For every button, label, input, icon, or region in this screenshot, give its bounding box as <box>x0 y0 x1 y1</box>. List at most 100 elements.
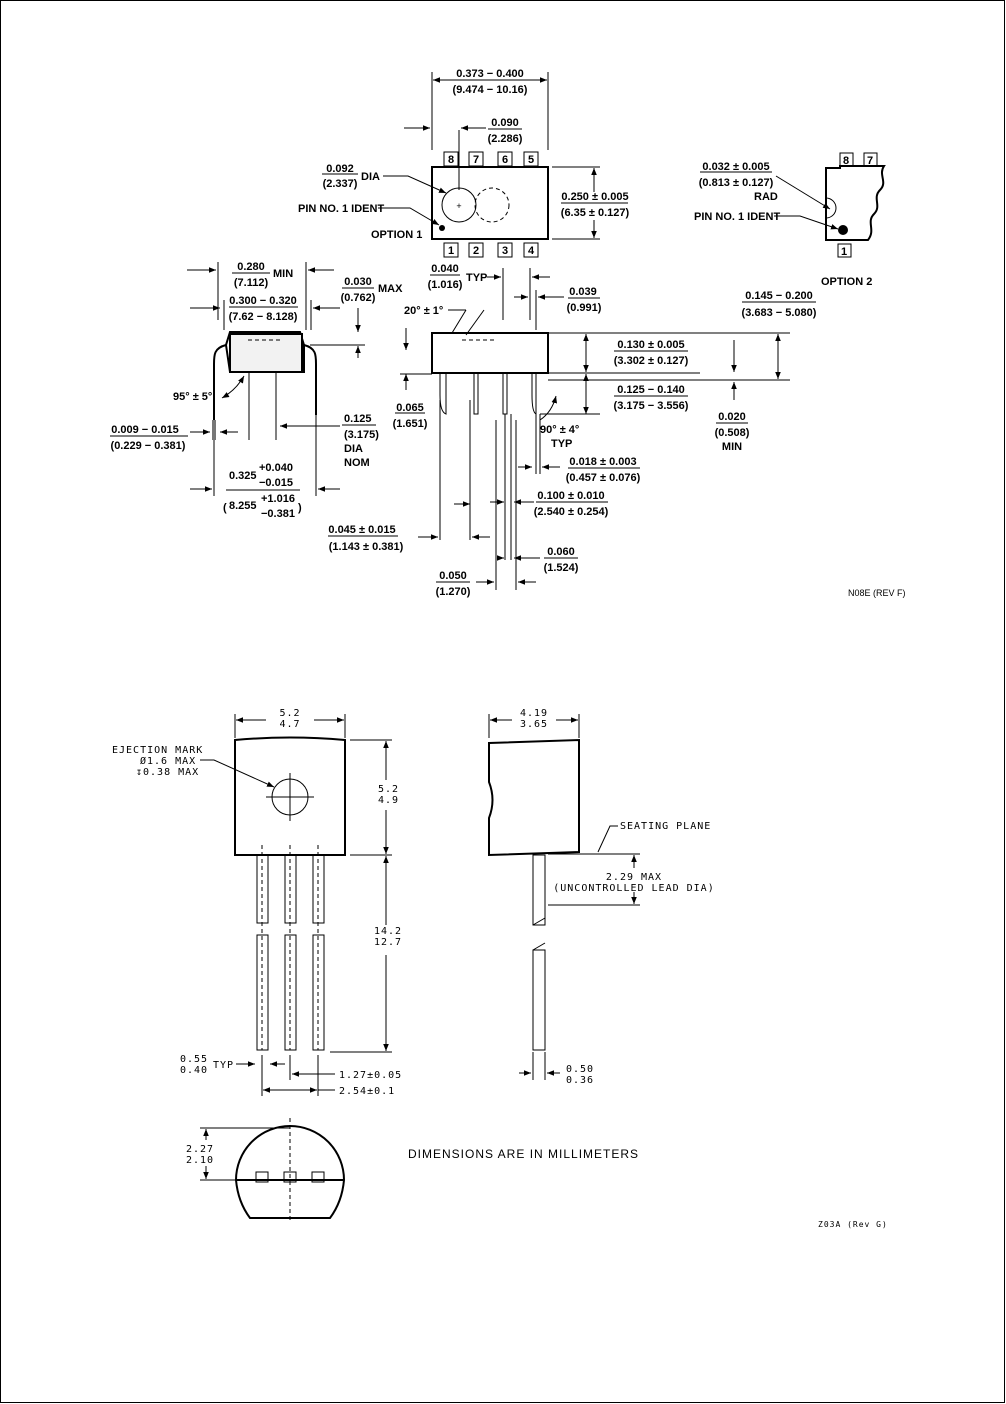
typ-label-bottom: TYP <box>213 1060 234 1071</box>
dim-overall-length: 0.373 − 0.400 <box>456 68 524 80</box>
dim-body-width: 0.300 − 0.320 <box>229 295 297 307</box>
dim-lead-len-mm: (3.175 − 3.556) <box>614 400 689 412</box>
typ-label2: TYP <box>551 438 572 450</box>
dim-pitch1: 1.27±0.05 <box>339 1070 402 1081</box>
dip-top-body <box>431 166 549 240</box>
dim-lead-w: 0.018 ± 0.003 <box>569 456 636 468</box>
dip-side-body <box>431 332 549 374</box>
dim-lead-len-min: 12.7 <box>374 937 402 948</box>
min-label: MIN <box>273 268 293 280</box>
to92-package-drawing: 5.2 4.7 EJECTION MARK Ø1.6 MAX ↧0.38 MAX… <box>112 708 888 1229</box>
dip-side-view: 0.040 (1.016) TYP 20° ± 1° 0.039 (0.991) <box>328 263 817 598</box>
dim-065: 0.065 <box>396 402 424 414</box>
dim-dia125-mm: (3.175) <box>344 429 379 441</box>
rad-label: RAD <box>754 191 778 203</box>
dim-lead-thk: 0.009 − 0.015 <box>111 424 179 436</box>
dim-050: 0.050 <box>439 570 467 582</box>
pin1-ident-opt2: PIN NO. 1 IDENT <box>694 211 780 223</box>
dim-height: 0.145 − 0.200 <box>745 290 813 302</box>
dim-span-mm-minus: −0.381 <box>261 508 295 520</box>
angle-95: 95° ± 5° <box>173 391 212 403</box>
pin-label: 6 <box>502 154 508 166</box>
dim-hole-dia-mm: (2.337) <box>323 178 358 190</box>
dim-height-mm: (3.683 − 5.080) <box>742 307 817 319</box>
min-label2: MIN <box>722 441 742 453</box>
option2-view: 8 7 1 0.032 ± 0.005 (0.813 ± 0.127) RAD … <box>694 152 886 288</box>
pin1-dot <box>439 225 445 231</box>
dim-width: 0.250 ± 0.005 <box>561 191 628 203</box>
dim-030: 0.030 <box>344 276 372 288</box>
dim-seat-min: 0.020 <box>718 411 746 423</box>
dip-package-drawing: + 8 7 6 5 1 2 3 <box>110 68 906 598</box>
dim-060: 0.060 <box>547 546 575 558</box>
dim-body-ht: 0.130 ± 0.005 <box>617 339 684 351</box>
to92-side-view: 4.19 3.65 SEATING PLANE 2.29 MAX (UNCONT… <box>488 708 714 1086</box>
dim-pitch: 0.100 ± 0.010 <box>537 490 604 502</box>
dim-span-minus: −0.015 <box>259 477 293 489</box>
dim-rad: 0.032 ± 0.005 <box>702 161 769 173</box>
dim-039: 0.039 <box>569 286 597 298</box>
dim-050-mm: (1.270) <box>436 586 471 598</box>
ejection-mark-label: EJECTION MARK <box>112 745 203 756</box>
to92-bottom-view: 2.27 2.10 <box>186 1118 346 1220</box>
pin-label: 8 <box>448 154 454 166</box>
dim-seat-min-mm: (0.508) <box>715 427 750 439</box>
dim-side-min: 3.65 <box>520 719 548 730</box>
dim-overall-length-mm: (9.474 − 10.16) <box>453 84 528 96</box>
pin-label: 3 <box>502 245 508 257</box>
bottom-pin-boxes: 1 2 3 4 <box>443 242 539 258</box>
svg-text:1: 1 <box>841 246 847 258</box>
dim-030-mm: (0.762) <box>341 292 376 304</box>
ejection-dia: Ø1.6 MAX <box>140 755 196 767</box>
dim-060-mm: (1.524) <box>544 562 579 574</box>
pin-label: 2 <box>473 245 479 257</box>
dim-height-min: 4.9 <box>378 795 399 806</box>
dim-pitch2: 2.54±0.1 <box>339 1086 395 1097</box>
dim-dia125: 0.125 <box>344 413 372 425</box>
rev-label-top: N08E (REV F) <box>848 588 906 598</box>
ejection-depth: ↧0.38 MAX <box>136 767 199 778</box>
rev-label-bottom: Z03A (Rev G) <box>818 1220 888 1229</box>
svg-text:): ) <box>298 502 302 514</box>
dim-lead-len: 0.125 − 0.140 <box>617 384 685 396</box>
units-note: DIMENSIONS ARE IN MILLIMETERS <box>408 1147 639 1161</box>
svg-text:(: ( <box>223 502 227 514</box>
angle-20: 20° ± 1° <box>404 305 443 317</box>
dim-lead-dia-max: 2.29 MAX <box>606 872 662 883</box>
dim-side-max: 4.19 <box>520 708 548 719</box>
to92-front-view: 5.2 4.7 EJECTION MARK Ø1.6 MAX ↧0.38 MAX… <box>112 708 402 1097</box>
pin-label: 4 <box>528 245 535 257</box>
dim-span-plus: +0.040 <box>259 462 293 474</box>
dim-width-min: 4.7 <box>279 719 300 730</box>
pin1-ident-label: PIN NO. 1 IDENT <box>298 203 384 215</box>
angle-90: 90° ± 4° <box>540 424 579 436</box>
alternate-hole <box>474 187 510 223</box>
pin-label: 5 <box>528 154 534 166</box>
seating-plane-label: SEATING PLANE <box>620 821 711 832</box>
dim-width-max: 5.2 <box>279 708 300 719</box>
dip-top-view: + 8 7 6 5 1 2 3 <box>298 68 630 258</box>
pin-label: 7 <box>473 154 479 166</box>
svg-text:7: 7 <box>867 155 873 167</box>
dim-lead-dia-note: (UNCONTROLLED LEAD DIA) <box>553 883 714 894</box>
dia-label: DIA <box>361 171 380 183</box>
svg-text:+: + <box>456 201 461 211</box>
dim-lead-w-max: 0.55 <box>180 1054 208 1065</box>
dia-label2: DIA <box>344 443 363 455</box>
dim-body-ht-mm: (3.302 ± 0.127) <box>614 355 689 367</box>
dim-pitch-mm: (2.540 ± 0.254) <box>534 506 609 518</box>
dim-span-mm: 8.255 <box>229 500 257 512</box>
dim-040-mm: (1.016) <box>428 279 463 291</box>
dim-lead-len-max: 14.2 <box>374 926 402 937</box>
dip-end-view: 0.280 (7.112) MIN 0.300 − 0.320 (7.62 − … <box>110 261 403 520</box>
max-label: MAX <box>378 283 403 295</box>
pin-label: 1 <box>448 245 454 257</box>
dim-065-mm: (1.651) <box>393 418 428 430</box>
dim-flat-min: 2.10 <box>186 1155 214 1166</box>
dim-span: 0.325 <box>229 470 257 482</box>
dim-flat-max: 2.27 <box>186 1144 214 1155</box>
top-pin-boxes: 8 7 6 5 <box>443 151 539 167</box>
dim-lead-thk-min: 0.36 <box>566 1075 594 1086</box>
